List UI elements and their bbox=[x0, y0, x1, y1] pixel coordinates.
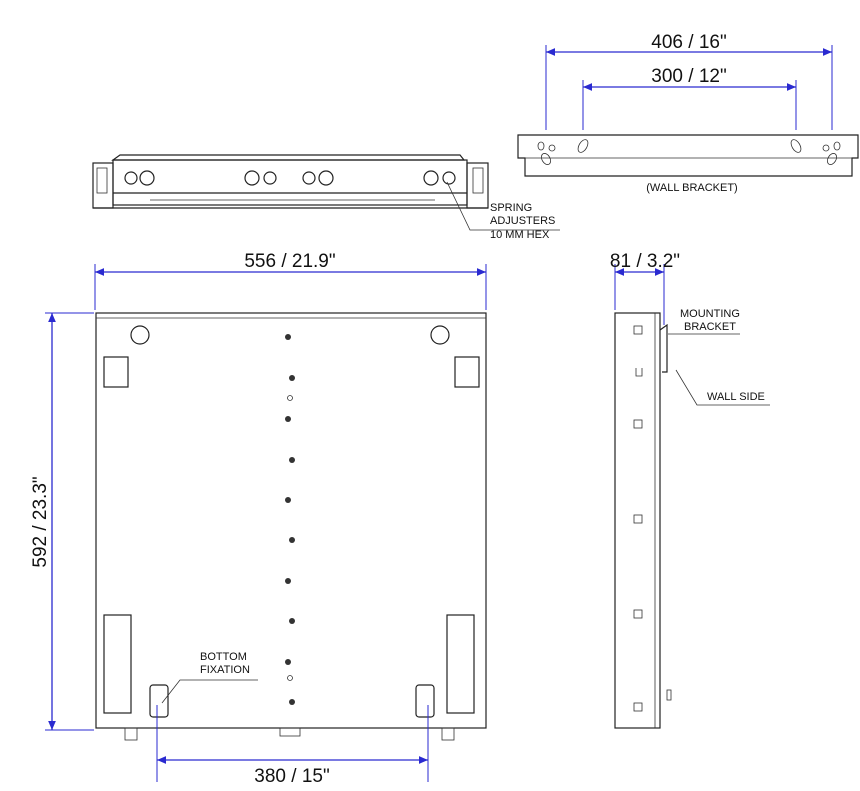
dimension-bracket-inner: 300 / 12" bbox=[651, 66, 726, 87]
label-spring-adjusters-3: 10 MM HEX bbox=[490, 229, 550, 241]
side-view: 81 / 3.2" MOUNTING BRACKET WALL SIDE bbox=[610, 251, 770, 729]
label-mounting-bracket-1: MOUNTING bbox=[680, 308, 740, 320]
label-bottom-fixation-1: BOTTOM bbox=[200, 651, 247, 663]
dimension-bracket-outer: 406 / 16" bbox=[651, 32, 726, 53]
wall-bracket-outline bbox=[517, 134, 859, 177]
dimension-depth: 81 / 3.2" bbox=[610, 251, 680, 272]
front-view: 556 / 21.9" 592 / 23.3" BOTTOM FIXATION … bbox=[30, 251, 487, 787]
dimension-width: 556 / 21.9" bbox=[244, 251, 335, 272]
dimension-height: 592 / 23.3" bbox=[30, 476, 51, 567]
label-wall-side: WALL SIDE bbox=[707, 391, 765, 403]
label-spring-adjusters-1: SPRING bbox=[490, 202, 532, 214]
label-wall-bracket: (WALL BRACKET) bbox=[646, 182, 737, 194]
top-view: SPRING ADJUSTERS 10 MM HEX bbox=[92, 154, 560, 241]
dimension-bottom-spacing: 380 / 15" bbox=[254, 766, 329, 787]
label-spring-adjusters-2: ADJUSTERS bbox=[490, 215, 555, 227]
label-mounting-bracket-2: BRACKET bbox=[684, 321, 736, 333]
wall-bracket-view: 406 / 16" 300 / 12" (WALL BRACKET) bbox=[517, 32, 859, 194]
label-bottom-fixation-2: FIXATION bbox=[200, 664, 250, 676]
